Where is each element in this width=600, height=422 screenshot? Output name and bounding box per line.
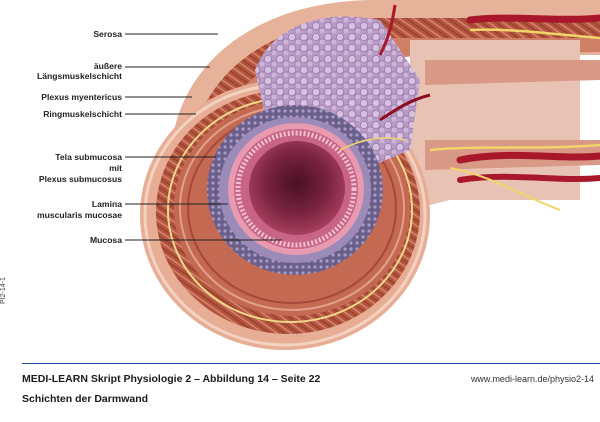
label-plexus-myentericus: Plexus myentericus: [41, 92, 122, 102]
label-tela-line3: Plexus submucosus: [38, 174, 122, 184]
label-serosa: Serosa: [93, 29, 122, 39]
label-ringmuskel: Ringmuskelschicht: [43, 109, 122, 119]
label-laengsmuskel-line2: Längsmuskelschicht: [36, 71, 122, 81]
figure-code: PI2-14-1: [0, 277, 7, 304]
footer-url[interactable]: www.medi-learn.de/physio2-14: [470, 374, 594, 384]
nerves: [339, 28, 600, 211]
label-leaders: [125, 33, 282, 241]
footer-divider: [22, 363, 600, 364]
lumen: [249, 141, 345, 235]
footer-subtitle: Schichten der Darmwand: [22, 393, 149, 405]
tube-cut-block: [410, 40, 600, 210]
footer-title: MEDI-LEARN Skript Physiologie 2 – Abbild…: [22, 373, 321, 385]
blood-vessels: [378, 4, 600, 183]
label-mucosa: Mucosa: [90, 235, 122, 245]
label-tela-line2: mit: [109, 163, 122, 173]
label-lamina-line1: Lamina: [91, 199, 122, 209]
label-tela-line1: Tela submucosa: [55, 152, 122, 162]
label-lamina-line2: muscularis mucosae: [36, 210, 122, 220]
label-laengsmuskel-line1: äußere: [93, 61, 122, 71]
